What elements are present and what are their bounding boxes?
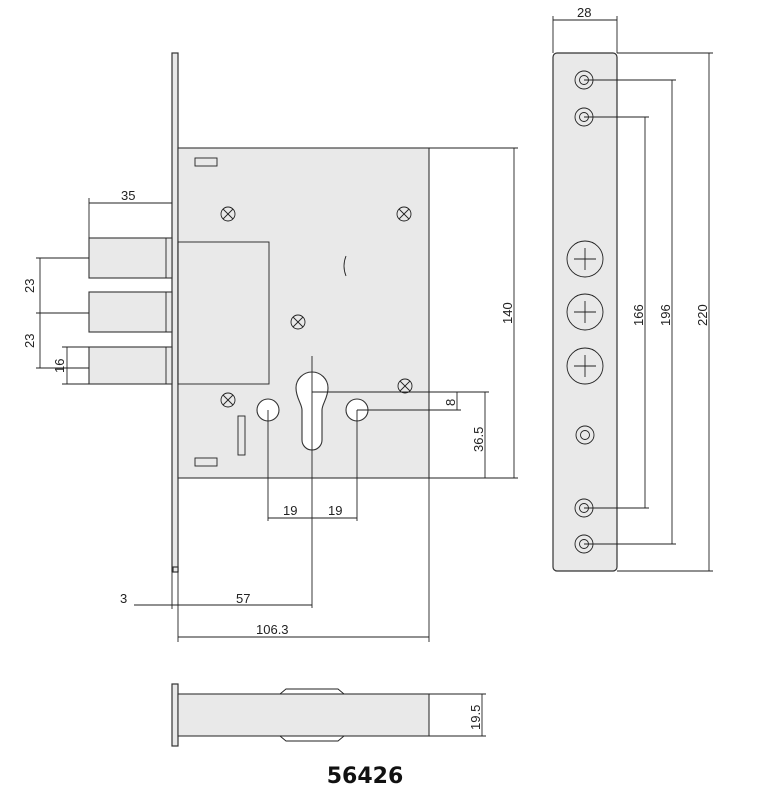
screw-hole-icon	[575, 425, 595, 445]
front-dimensions: 35 23 23 16 140 36.5 8 19 19 3	[22, 147, 518, 642]
screw-icon	[396, 206, 412, 222]
screw-icon	[397, 378, 413, 394]
bolt-middle	[88, 291, 173, 333]
dim-case-height: 140	[500, 302, 515, 324]
dim-hole-spacing-right: 19	[328, 503, 342, 518]
bolt-bottom	[88, 346, 173, 385]
dim-body-thickness: 19.5	[468, 705, 483, 730]
front-view	[88, 52, 430, 608]
dim-bolt-height: 16	[52, 359, 67, 373]
bolt-hole-icon	[566, 240, 604, 278]
faceplate-dimensions: 28 166 196 220	[552, 5, 713, 572]
dim-case-depth: 106.3	[256, 622, 289, 637]
top-faceplate	[171, 683, 179, 747]
dim-faceplate-thickness: 3	[120, 591, 127, 606]
dim-hole-spacing-inner: 166	[631, 304, 646, 326]
top-body	[177, 693, 430, 737]
bolt-gear-outline	[177, 241, 270, 385]
dim-bolt-spacing-2: 23	[22, 334, 37, 348]
bolt-top	[88, 237, 173, 279]
faceplate-view	[552, 52, 618, 572]
dim-bolt-spacing-1: 23	[22, 279, 37, 293]
bolt-hole-icon	[566, 347, 604, 385]
top-view: 19.5	[171, 683, 486, 747]
slot-vertical	[237, 415, 246, 456]
dim-faceplate-width: 28	[577, 5, 591, 20]
dim-keyhole-offset: 8	[443, 399, 458, 406]
faceplate-side	[171, 52, 179, 572]
top-bump-lower	[279, 735, 345, 742]
slot-top	[194, 157, 218, 167]
bolt-hole-icon	[566, 293, 604, 331]
dim-faceplate-length: 220	[695, 304, 710, 326]
screw-icon	[290, 314, 306, 330]
screw-icon	[220, 392, 236, 408]
dim-hole-spacing-left: 19	[283, 503, 297, 518]
screw-icon	[220, 206, 236, 222]
dim-cylinder-offset: 36.5	[471, 427, 486, 452]
top-bump-upper	[279, 688, 345, 695]
spring-mark	[343, 255, 347, 277]
dim-bolt-projection: 35	[121, 188, 135, 203]
dim-hole-spacing-middle: 196	[658, 304, 673, 326]
faceplate-foot	[172, 566, 179, 573]
slot-bottom	[194, 457, 218, 467]
model-number: 56426	[327, 764, 404, 789]
dim-backset: 57	[236, 591, 250, 606]
